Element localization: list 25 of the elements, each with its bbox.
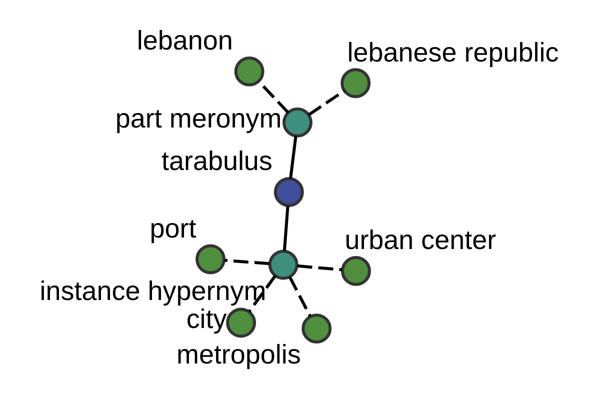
node-circle [196,244,226,274]
connector [224,258,270,266]
connector [289,136,298,179]
node-label: tarabulus [161,146,272,176]
connector [282,206,290,251]
node-circle [274,177,304,208]
node-label: city [186,304,227,334]
node-label: lebanese republic [347,37,559,68]
node-circle [282,107,312,138]
node-circle [226,308,256,338]
connector [288,276,312,317]
node-circle [234,56,264,86]
node-label: lebanon [136,26,233,56]
node-label: port [150,213,196,244]
connector [297,264,342,272]
node-label: instance hypernym [40,276,266,306]
node-circle [302,314,332,344]
node-label: urban center [344,225,496,256]
node-circle [340,68,371,98]
connector [248,275,276,312]
node-label: metropolis [176,340,301,370]
node-circle [268,250,298,280]
node-circle [341,256,371,286]
node-label: part meronym [115,104,282,134]
connector [308,89,346,116]
